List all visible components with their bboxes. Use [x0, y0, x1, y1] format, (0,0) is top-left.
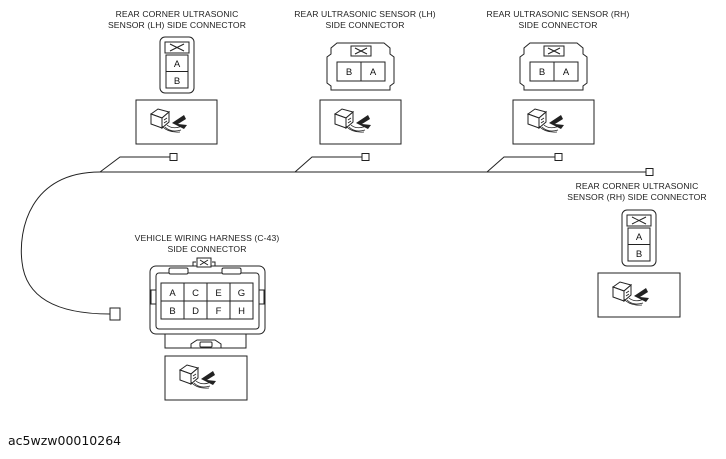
pin-c: C	[192, 288, 199, 299]
connector-rear-rh: B A	[519, 42, 588, 91]
pin-b: B	[539, 67, 545, 78]
pin-a: A	[174, 59, 181, 70]
pin-d: D	[192, 306, 199, 317]
pin-a: A	[563, 67, 570, 78]
pin-f: F	[216, 306, 222, 317]
connector-vehicle-harness: A C E G B D F H	[149, 257, 266, 349]
connector-rear-corner-lh: A B	[159, 36, 195, 94]
label-vehicle-harness: VEHICLE WIRING HARNESS (C-43) SIDE CONNE…	[134, 233, 280, 254]
label-rear-corner-rh: REAR CORNER ULTRASONIC SENSOR (RH) SIDE …	[567, 181, 707, 202]
pin-b: B	[169, 306, 175, 317]
label-rear-rh: REAR ULTRASONIC SENSOR (RH) SIDE CONNECT…	[486, 9, 630, 30]
pin-a: A	[636, 232, 643, 243]
pin-b: B	[636, 249, 642, 260]
pin-a: A	[169, 288, 176, 299]
pin-h: H	[238, 306, 245, 317]
connector-rear-corner-rh: A B	[621, 209, 657, 267]
pin-b: B	[174, 76, 180, 87]
pin-b: B	[346, 67, 352, 78]
label-rear-lh: REAR ULTRASONIC SENSOR (LH) SIDE CONNECT…	[294, 9, 436, 30]
pin-a: A	[370, 67, 377, 78]
pin-e: E	[215, 288, 221, 299]
label-rear-corner-lh: REAR CORNER ULTRASONIC SENSOR (LH) SIDE …	[107, 9, 247, 30]
pin-g: G	[238, 288, 245, 299]
figure-id: ac5wzw00010264	[8, 433, 122, 448]
connector-rear-lh: B A	[326, 42, 395, 91]
wire-harness	[20, 153, 654, 321]
